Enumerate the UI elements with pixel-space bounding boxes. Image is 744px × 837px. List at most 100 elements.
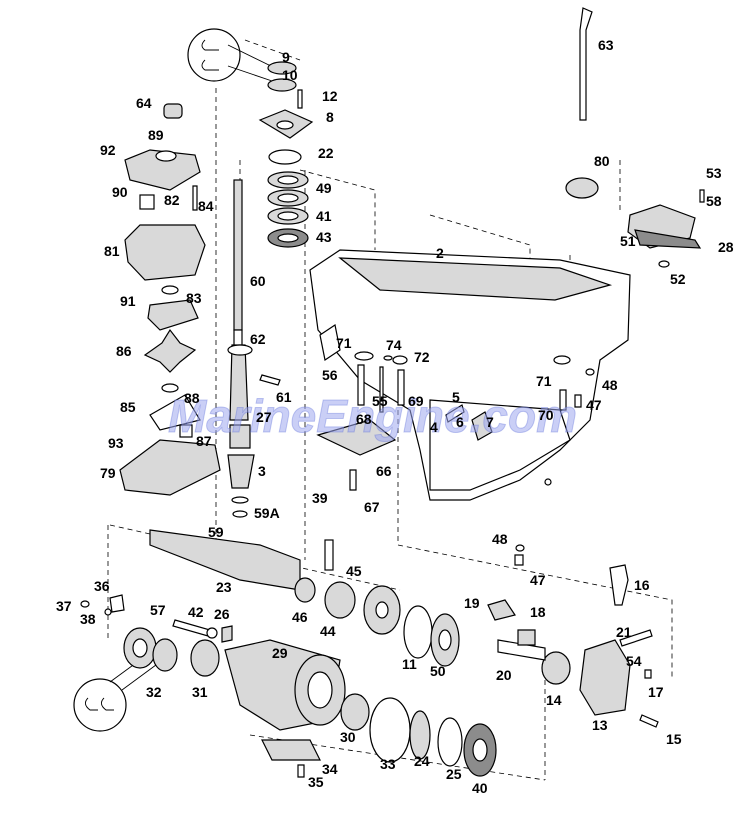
ring-detail-inset-top xyxy=(187,28,276,83)
callout-52: 52 xyxy=(670,271,686,287)
callout-27: 27 xyxy=(256,409,272,425)
callout-45: 45 xyxy=(346,563,362,579)
callout-10: 10 xyxy=(282,67,298,83)
callout-70: 70 xyxy=(538,407,554,423)
callout-17: 17 xyxy=(648,684,664,700)
shift-rod xyxy=(579,7,593,121)
callout-53: 53 xyxy=(706,165,722,181)
callout-42: 42 xyxy=(188,604,204,620)
callout-14: 14 xyxy=(546,692,562,708)
gear-housing xyxy=(309,249,631,501)
gears-races xyxy=(403,564,653,716)
upper-seal-stack xyxy=(258,61,314,248)
callout-25: 25 xyxy=(446,766,462,782)
callout-56: 56 xyxy=(322,367,338,383)
callout-19: 19 xyxy=(464,595,480,611)
callout-57: 57 xyxy=(150,602,166,618)
driveshaft xyxy=(227,179,281,518)
callout-28: 28 xyxy=(718,239,734,255)
callout-48a: 48 xyxy=(602,377,618,393)
callout-15: 15 xyxy=(666,731,682,747)
callout-83: 83 xyxy=(186,290,202,306)
callout-67: 67 xyxy=(364,499,380,515)
callout-30: 30 xyxy=(340,729,356,745)
callout-4: 4 xyxy=(430,419,438,435)
callout-20: 20 xyxy=(496,667,512,683)
callout-64: 64 xyxy=(136,95,152,111)
callout-29: 29 xyxy=(272,645,288,661)
callout-71b: 71 xyxy=(536,373,552,389)
small-hardware xyxy=(80,260,670,728)
callout-79: 79 xyxy=(100,465,116,481)
ring-detail-inset-bottom xyxy=(73,659,161,732)
callout-87: 87 xyxy=(196,433,212,449)
propeller-shaft xyxy=(149,529,401,635)
callout-41: 41 xyxy=(316,208,332,224)
callout-5: 5 xyxy=(452,389,460,405)
callout-21: 21 xyxy=(616,624,632,640)
callout-39: 39 xyxy=(312,490,328,506)
callout-90: 90 xyxy=(112,184,128,200)
callout-40: 40 xyxy=(472,780,488,796)
callout-16: 16 xyxy=(634,577,650,593)
callout-31: 31 xyxy=(192,684,208,700)
callout-22: 22 xyxy=(318,145,334,161)
callout-12: 12 xyxy=(322,88,338,104)
callout-74: 74 xyxy=(386,337,402,353)
callout-60: 60 xyxy=(250,273,266,289)
cover-assembly xyxy=(565,177,705,249)
callout-61: 61 xyxy=(276,389,292,405)
callout-9: 9 xyxy=(282,49,290,65)
callout-51: 51 xyxy=(620,233,636,249)
callout-18: 18 xyxy=(530,604,546,620)
callout-81: 81 xyxy=(104,243,120,259)
callout-80: 80 xyxy=(594,153,610,169)
callout-85: 85 xyxy=(120,399,136,415)
callout-89: 89 xyxy=(148,127,164,143)
callout-59: 59 xyxy=(208,524,224,540)
callout-48b: 48 xyxy=(492,531,508,547)
callout-43: 43 xyxy=(316,229,332,245)
callout-8: 8 xyxy=(326,109,334,125)
callout-69: 69 xyxy=(408,393,424,409)
watermark: MarineEngine.com xyxy=(168,390,577,442)
callout-71a: 71 xyxy=(336,335,352,351)
callout-86: 86 xyxy=(116,343,132,359)
callout-23: 23 xyxy=(216,579,232,595)
callout-24: 24 xyxy=(414,753,430,769)
callout-88: 88 xyxy=(184,390,200,406)
callout-82: 82 xyxy=(164,192,180,208)
callout-34: 34 xyxy=(322,761,338,777)
callout-33: 33 xyxy=(380,756,396,772)
bearing-carrier xyxy=(123,627,497,778)
callout-93: 93 xyxy=(108,435,124,451)
callout-68: 68 xyxy=(356,411,372,427)
callout-47b: 47 xyxy=(530,572,546,588)
callout-7: 7 xyxy=(486,414,494,430)
callout-32: 32 xyxy=(146,684,162,700)
callout-59A: 59A xyxy=(254,505,280,521)
callout-6: 6 xyxy=(456,414,464,430)
callout-47a: 47 xyxy=(586,397,602,413)
callout-3: 3 xyxy=(258,463,266,479)
callout-37: 37 xyxy=(56,598,72,614)
callout-36: 36 xyxy=(94,578,110,594)
callout-72: 72 xyxy=(414,349,430,365)
callout-35: 35 xyxy=(308,774,324,790)
callout-58: 58 xyxy=(706,193,722,209)
callout-46: 46 xyxy=(292,609,308,625)
callout-92: 92 xyxy=(100,142,116,158)
callout-55: 55 xyxy=(372,393,388,409)
callout-13: 13 xyxy=(592,717,608,733)
callout-49: 49 xyxy=(316,180,332,196)
callout-44: 44 xyxy=(320,623,336,639)
callout-63: 63 xyxy=(598,37,614,53)
callout-91: 91 xyxy=(120,293,136,309)
callout-54: 54 xyxy=(626,653,642,669)
callout-66: 66 xyxy=(376,463,392,479)
water-pump-assembly xyxy=(119,103,221,496)
callout-2: 2 xyxy=(436,245,444,261)
callout-11: 11 xyxy=(402,656,417,672)
